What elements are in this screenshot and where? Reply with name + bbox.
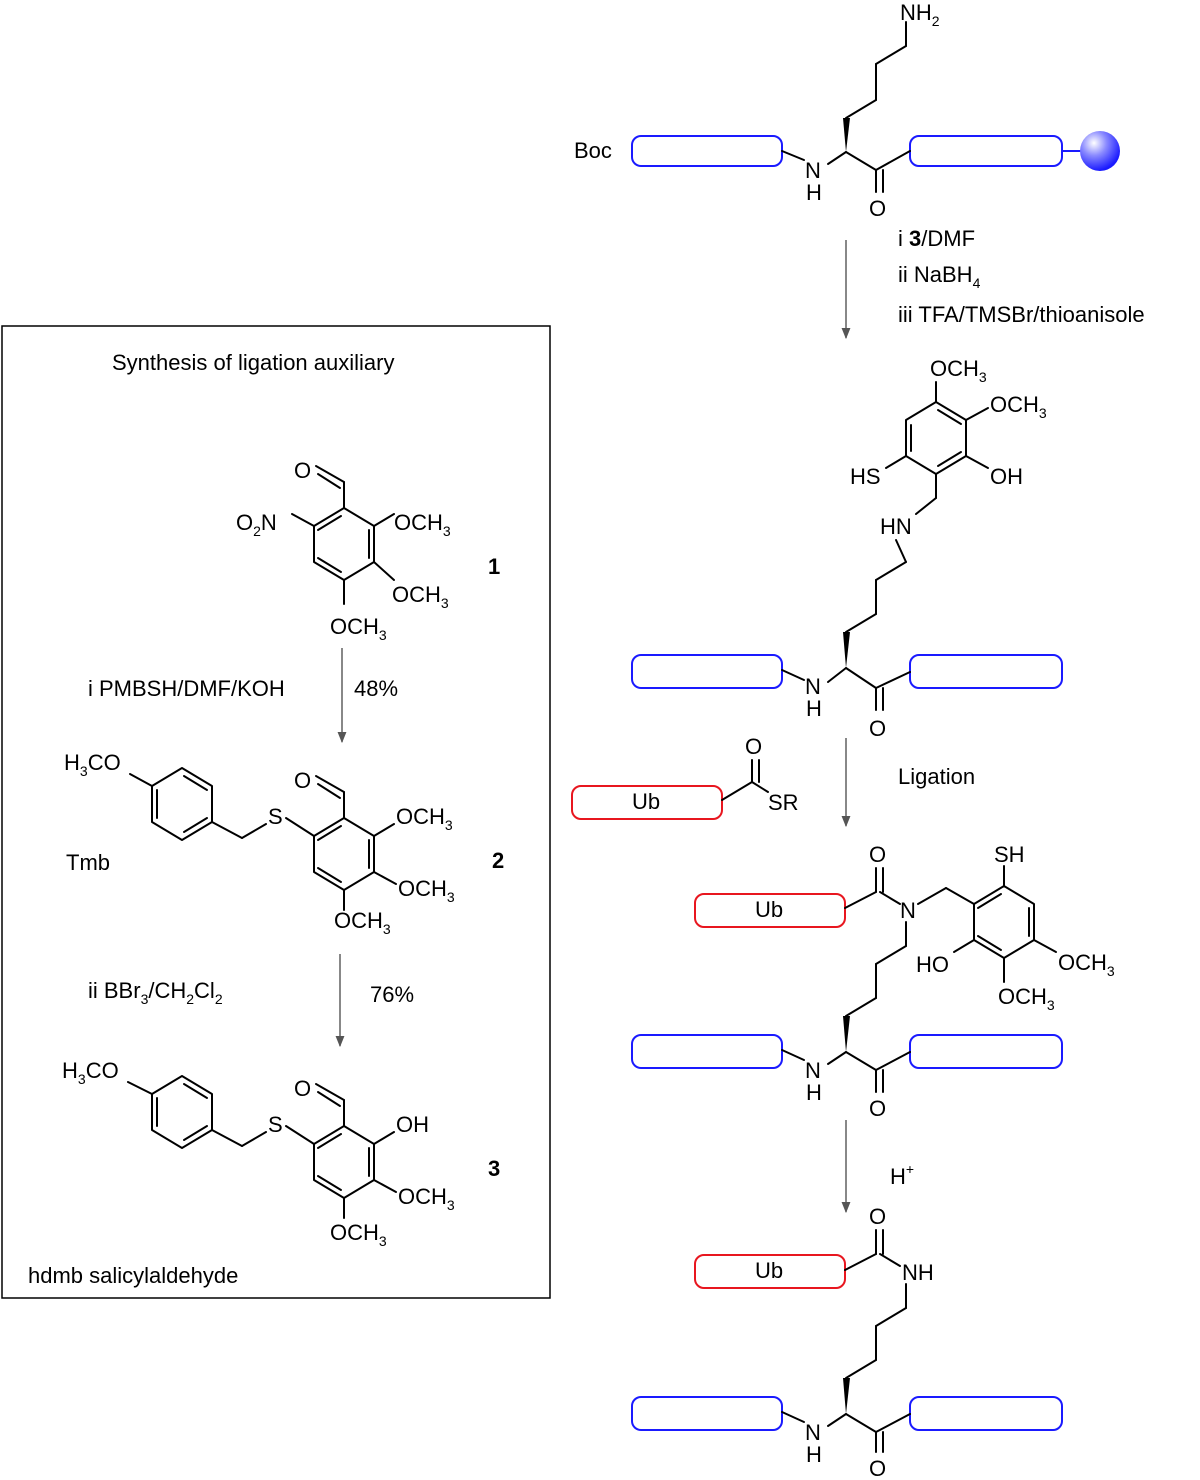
peptide-block-right — [909, 135, 1063, 167]
amide-h-label: H — [806, 180, 822, 205]
reagents-step-1: i 3/DMF ii NaBH4 iii TFA/TMSBr/thioaniso… — [898, 226, 1145, 327]
ligation-label: Ligation — [898, 764, 975, 789]
peptide-block-left — [631, 135, 783, 167]
svg-text:76%: 76% — [370, 982, 414, 1007]
svg-text:O: O — [294, 768, 311, 793]
svg-text:OCH3: OCH3 — [392, 582, 449, 611]
peptide-block-right — [909, 654, 1063, 689]
svg-text:N: N — [805, 1420, 821, 1445]
tmb-label: Tmb — [66, 850, 110, 875]
svg-text:H: H — [806, 696, 822, 721]
svg-text:OCH3: OCH3 — [398, 1184, 455, 1213]
svg-text:S: S — [268, 1112, 283, 1137]
svg-text:OH: OH — [396, 1112, 429, 1137]
amide-n-label: N — [805, 158, 821, 183]
peptide-block-left — [631, 654, 783, 689]
svg-text:OCH3: OCH3 — [1058, 950, 1115, 979]
svg-text:O: O — [869, 842, 886, 867]
svg-text:i 3/DMF: i 3/DMF — [898, 226, 975, 251]
ub-block — [694, 1254, 846, 1289]
svg-text:OCH3: OCH3 — [998, 984, 1055, 1013]
svg-text:Ub: Ub — [632, 789, 660, 814]
svg-text:O: O — [294, 458, 311, 483]
svg-text:i PMBSH/DMF/KOH: i PMBSH/DMF/KOH — [88, 676, 285, 701]
hdmb-label: hdmb salicylaldehyde — [28, 1263, 238, 1288]
svg-text:O2N: O2N — [236, 510, 277, 539]
svg-text:OCH3: OCH3 — [990, 392, 1047, 421]
svg-text:O: O — [869, 1204, 886, 1229]
peptide-block-right — [909, 1396, 1063, 1431]
svg-text:iii TFA/TMSBr/thioanisole: iii TFA/TMSBr/thioanisole — [898, 302, 1145, 327]
compound-1-number: 1 — [488, 554, 500, 579]
structure-starting-peptide: Boc N H O NH2 — [574, 0, 1120, 221]
svg-text:S: S — [268, 804, 283, 829]
svg-text:O: O — [869, 1096, 886, 1121]
structure-final-product: Ub O NH N H O — [631, 1204, 1063, 1480]
svg-text:Ub: Ub — [755, 1258, 783, 1283]
peptide-block-left — [631, 1396, 783, 1431]
svg-text:H3CO: H3CO — [64, 750, 121, 779]
auxiliary-synthesis-box — [1, 325, 551, 1299]
svg-text:H3CO: H3CO — [62, 1058, 119, 1087]
compound-3-number: 3 — [488, 1156, 500, 1181]
box-title: Synthesis of ligation auxiliary — [112, 350, 394, 375]
svg-text:HO: HO — [916, 952, 949, 977]
svg-text:HN: HN — [880, 514, 912, 539]
svg-text:OCH3: OCH3 — [394, 510, 451, 539]
svg-text:O: O — [869, 1456, 886, 1480]
acid-label: H+ — [890, 1161, 914, 1189]
svg-text:NH: NH — [902, 1260, 934, 1285]
svg-text:OCH3: OCH3 — [398, 876, 455, 905]
resin-bead-icon — [1080, 131, 1120, 171]
svg-text:OCH3: OCH3 — [330, 1220, 387, 1249]
svg-text:N: N — [900, 898, 916, 923]
svg-text:HS: HS — [850, 464, 881, 489]
svg-text:ii BBr3/CH2Cl2: ii BBr3/CH2Cl2 — [88, 978, 223, 1007]
svg-text:N: N — [805, 674, 821, 699]
svg-text:OCH3: OCH3 — [930, 356, 987, 385]
svg-text:O: O — [745, 734, 762, 759]
svg-text:OCH3: OCH3 — [330, 614, 387, 643]
svg-text:ii NaBH4: ii NaBH4 — [898, 262, 981, 291]
svg-text:N: N — [805, 1058, 821, 1083]
svg-text:O: O — [294, 1076, 311, 1101]
svg-text:OH: OH — [990, 464, 1023, 489]
compound-2: H3CO S O OCH3 OCH3 OCH3 Tmb 2 — [64, 750, 504, 937]
ub-block — [694, 893, 846, 928]
ub-block — [571, 785, 723, 820]
carbonyl-o-label: O — [869, 196, 886, 221]
structure-ligated-intermediate: Ub O N SH OCH3 OCH3 HO N H — [631, 842, 1115, 1121]
structure-auxiliary-peptide: OCH3 OCH3 OH HS HN N H O — [631, 356, 1063, 741]
svg-text:Ub: Ub — [755, 897, 783, 922]
peptide-block-left — [631, 1034, 783, 1069]
svg-text:SH: SH — [994, 842, 1025, 867]
svg-text:48%: 48% — [354, 676, 398, 701]
svg-text:O: O — [869, 716, 886, 741]
svg-text:H: H — [806, 1080, 822, 1105]
compound-3: H3CO S O OH OCH3 OCH3 3 — [62, 1058, 500, 1249]
amine-label: NH2 — [900, 0, 940, 29]
compound-2-number: 2 — [492, 848, 504, 873]
ub-thioester: Ub O SR — [571, 734, 799, 820]
svg-text:H: H — [806, 1442, 822, 1467]
compound-1: O O2N OCH3 OCH3 OCH3 1 — [236, 458, 500, 643]
svg-text:SR: SR — [768, 790, 799, 815]
svg-text:OCH3: OCH3 — [396, 804, 453, 833]
boc-label: Boc — [574, 138, 612, 163]
peptide-block-right — [909, 1034, 1063, 1069]
svg-text:OCH3: OCH3 — [334, 908, 391, 937]
